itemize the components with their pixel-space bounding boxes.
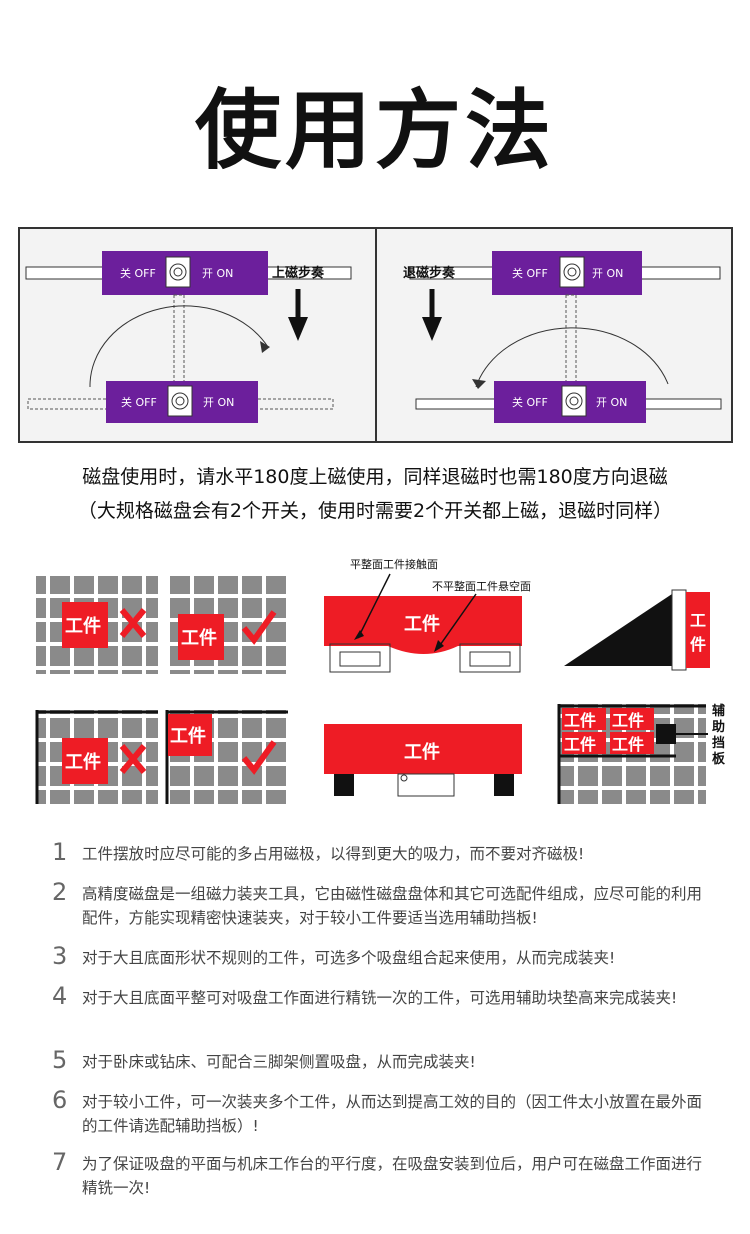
step-number: 6	[52, 1086, 68, 1114]
workpiece-block	[178, 614, 224, 660]
workpiece-label: 工件	[170, 725, 206, 747]
dashed-rod-right	[565, 294, 577, 390]
workpiece-small	[610, 732, 654, 754]
knob-dial-icon	[565, 392, 583, 410]
check-mark-icon	[241, 740, 277, 775]
step-text: 高精度磁盘是一组磁力装夹工具，它由磁性磁盘盘体和其它可选配件组成，应尽可能的利用…	[82, 885, 703, 927]
side-magnet	[671, 589, 687, 671]
magnetization-svg: 关 OFF 开 ON 上磁步奏 关 OFF 开 ON 关 OFF 开 ON 退磁…	[25, 251, 722, 423]
knob-dial-icon	[563, 263, 581, 281]
workpiece-label: 工件	[404, 741, 440, 763]
workpiece-small	[610, 708, 654, 730]
knob-dial-icon	[169, 263, 187, 281]
diagram-divider	[375, 229, 377, 441]
knob-center-icon	[173, 267, 183, 277]
mag-on-step-label: 上磁步奏	[272, 265, 325, 281]
knob-dial-icon	[171, 392, 189, 410]
knob-center-icon	[567, 267, 577, 277]
step-number: 5	[52, 1046, 68, 1074]
workpiece-small	[562, 708, 606, 730]
workpiece-block	[168, 714, 212, 756]
knob-center-icon	[175, 396, 185, 406]
rotation-arc-left	[89, 305, 269, 388]
workpiece-side	[686, 592, 710, 668]
magnet-base-center	[397, 773, 455, 797]
step-text: 对于大且底面平整可对吸盘工作面进行精铣一次的工件，可选用辅助块垫高来完成装夹!	[82, 989, 678, 1007]
workpiece-uneven	[324, 596, 522, 654]
pointer-arrow-icon	[434, 640, 444, 652]
off-label: 关 OFF	[120, 266, 156, 280]
pointer-line	[437, 593, 477, 649]
workpiece-label: 工件	[612, 711, 644, 730]
magnet-base-left	[329, 643, 391, 673]
arc-arrow-icon	[260, 341, 270, 353]
off-label: 关 OFF	[121, 395, 157, 409]
on-label: 开 ON	[596, 396, 627, 409]
step-text: 工件摆放时应尽可能的多占用磁极，以得到更大的吸力，而不要对齐磁极!	[82, 845, 585, 863]
down-arrow-icon	[288, 317, 308, 341]
switch-dot-icon	[400, 774, 408, 782]
knob-center-icon	[569, 396, 579, 406]
uneven-contact-label: 不平整面工件悬空面	[432, 579, 531, 593]
support-block-left	[334, 774, 354, 796]
step-number: 1	[52, 838, 68, 866]
mag-off-step-label: 退磁步奏	[403, 265, 456, 281]
pointer-line	[357, 573, 391, 639]
cross-mark-icon	[119, 744, 147, 774]
caption-line-2: （大规格磁盘会有2个开关，使用时需要2个开关都上磁，退磁时同样）	[77, 500, 673, 522]
magnet-switch	[339, 651, 381, 667]
off-label: 关 OFF	[512, 395, 548, 409]
workpiece-label: 工件	[564, 735, 596, 754]
workpiece-label: 工件	[181, 627, 217, 649]
off-label: 关 OFF	[512, 266, 548, 280]
down-arrow-icon	[422, 317, 442, 341]
flat-contact-label: 平整面工件接触面	[350, 557, 438, 571]
workpiece-block	[62, 738, 108, 784]
workpiece-label: 工件	[65, 615, 101, 637]
step-text: 对于大且底面形状不规则的工件，可选多个吸盘组合起来使用，从而完成装夹!	[82, 949, 616, 967]
step-number: 4	[52, 982, 68, 1010]
aux-plate-block	[656, 724, 676, 744]
arc-arrow-icon	[472, 379, 486, 389]
cross-mark-icon	[119, 608, 147, 638]
pointer-arrow-icon	[354, 630, 364, 640]
step-text: 对于卧床或钻床、可配合三脚架侧置吸盘，从而完成装夹!	[82, 1053, 476, 1071]
magnet-switch	[469, 651, 511, 667]
workpiece-label-top: 工	[690, 611, 706, 630]
step-text: 为了保证吸盘的平面与机床工作台的平行度，在吸盘安装到位后，用户可在磁盘工作面进行…	[82, 1155, 703, 1197]
on-label: 开 ON	[203, 396, 234, 409]
grid-edge	[165, 710, 288, 804]
on-label: 开 ON	[592, 267, 623, 280]
workpiece-label: 工件	[65, 751, 101, 773]
on-label: 开 ON	[202, 267, 233, 280]
support-block-right	[494, 774, 514, 796]
magnetization-diagram: 关 OFF 开 ON 上磁步奏 关 OFF 开 ON 关 OFF 开 ON 退磁…	[18, 227, 733, 443]
workpiece-label-bottom: 件	[690, 635, 706, 654]
workpiece-label: 工件	[564, 711, 596, 730]
step-number: 7	[52, 1148, 68, 1176]
step-number: 3	[52, 942, 68, 970]
workpiece-label: 工件	[612, 735, 644, 754]
grid-edge	[35, 710, 158, 804]
grid-edge	[557, 704, 706, 804]
workpiece-raised	[324, 724, 522, 774]
caption-line-1: 磁盘使用时，请水平180度上磁使用，同样退磁时也需180度方向退磁	[82, 466, 668, 488]
workpiece-small	[562, 732, 606, 754]
magnet-base-right	[459, 643, 521, 673]
tripod-wedge	[564, 594, 672, 666]
dashed-rod-left	[173, 294, 185, 390]
workpiece-label: 工件	[404, 613, 440, 635]
step-number: 2	[52, 878, 68, 906]
check-mark-icon	[241, 610, 277, 645]
step-text: 对于较小工件，可一次装夹多个工件，从而达到提高工效的目的（因工件太小放置在最外面…	[82, 1093, 703, 1135]
page-title: 使用方法	[195, 81, 555, 181]
aux-plate-label: 辅助挡板	[712, 704, 726, 767]
workpiece-block	[62, 602, 108, 648]
usage-figures: 工件 工件 平整面工件接触面 不平整面工件悬空面 工件 工 件 工件 工件 工件…	[35, 557, 710, 804]
rotation-arc-right	[475, 327, 669, 388]
